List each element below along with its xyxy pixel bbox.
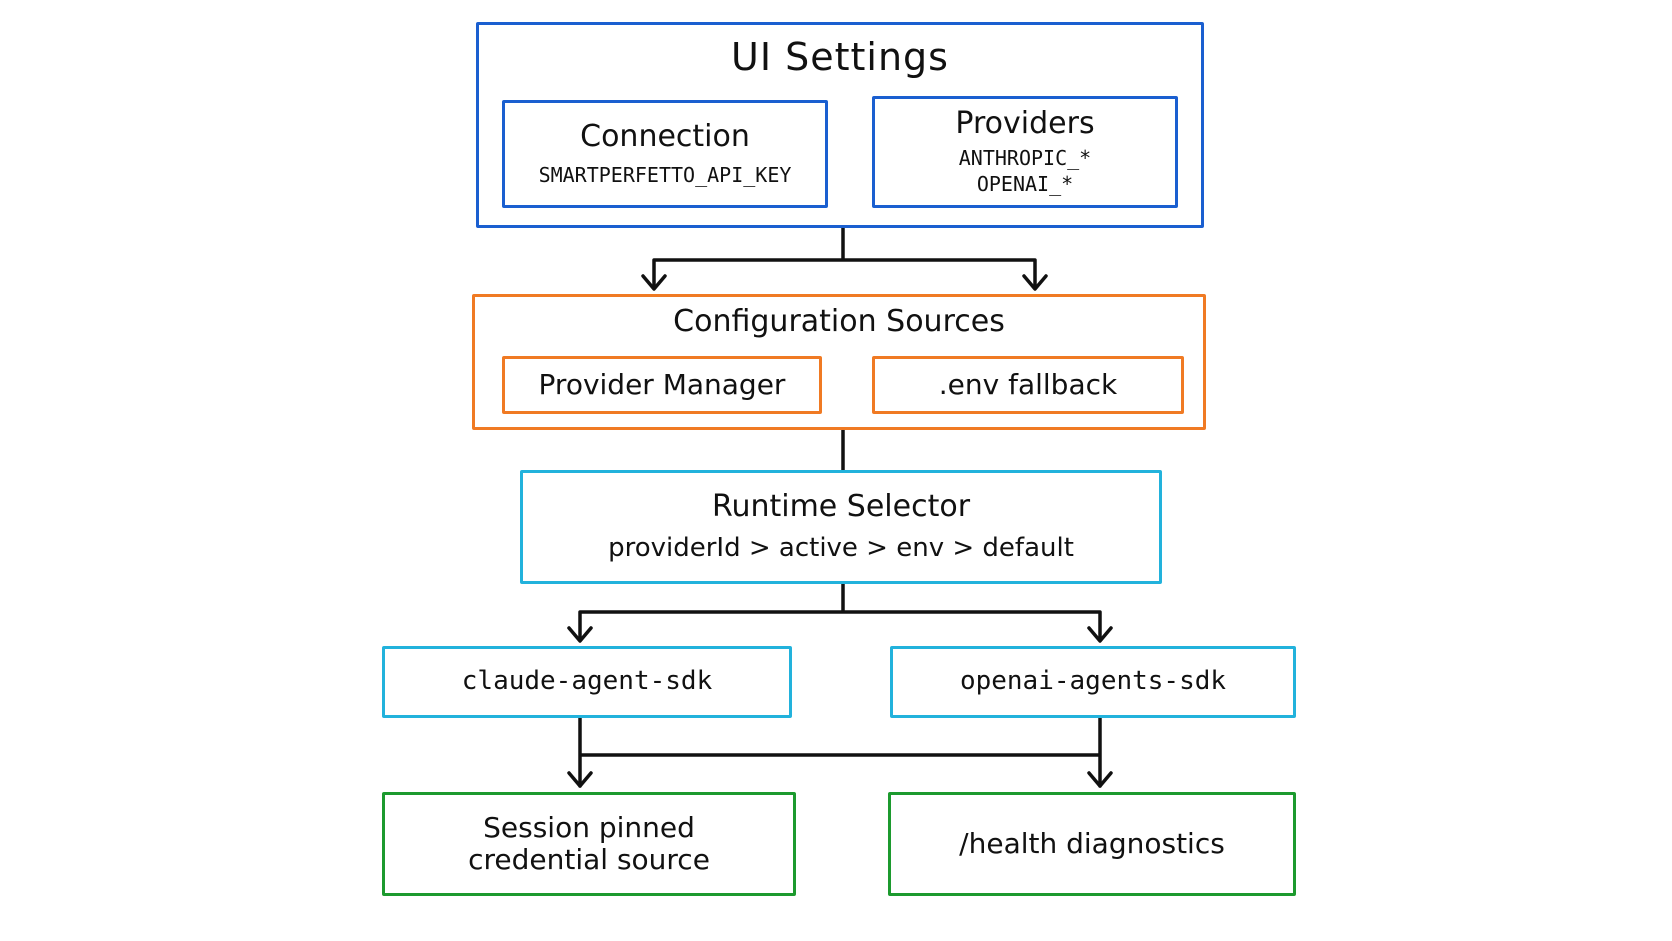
env-fallback-box: .env fallback (872, 356, 1184, 414)
providers-title: Providers (955, 105, 1095, 141)
connector-ui-to-config (652, 226, 1037, 290)
runtime-selector-box: Runtime Selector providerId > active > e… (520, 470, 1162, 584)
connection-api-key: SMARTPERFETTO_API_KEY (538, 163, 792, 188)
arrowhead-config-right (1022, 274, 1048, 291)
ui-settings-title: UI Settings (731, 35, 949, 79)
runtime-selector-title: Runtime Selector (711, 488, 971, 524)
providers-box: Providers ANTHROPIC_* OPENAI_* (872, 96, 1178, 208)
health-diagnostics-box: /health diagnostics (888, 792, 1296, 896)
arrowhead-health (1087, 771, 1113, 788)
runtime-selector-priority: providerId > active > env > default (608, 533, 1074, 564)
providers-anthropic: ANTHROPIC_* (958, 146, 1092, 171)
ui-settings-group: UI Settings (476, 22, 1204, 228)
connection-title: Connection (580, 118, 750, 154)
connection-box: Connection SMARTPERFETTO_API_KEY (502, 100, 828, 208)
arrowhead-session (567, 771, 593, 788)
claude-agent-sdk-box: claude-agent-sdk (382, 646, 792, 718)
claude-agent-sdk-label: claude-agent-sdk (461, 666, 713, 697)
configuration-sources-group: Configuration Sources (472, 294, 1206, 430)
arrowhead-openai (1087, 626, 1113, 643)
session-pinned-line-1: Session pinned (483, 810, 695, 844)
openai-agents-sdk-label: openai-agents-sdk (959, 666, 1227, 697)
env-fallback-label: .env fallback (938, 367, 1118, 401)
arrowhead-config-left (641, 274, 667, 291)
connector-sdks-to-outputs (578, 716, 1102, 788)
arrowhead-claude (567, 626, 593, 643)
provider-manager-label: Provider Manager (538, 367, 786, 401)
session-pinned-box: Session pinned credential source (382, 792, 796, 896)
provider-manager-box: Provider Manager (502, 356, 822, 414)
providers-openai: OPENAI_* (976, 172, 1074, 197)
session-pinned-line-2: credential source (468, 843, 710, 876)
configuration-sources-title: Configuration Sources (673, 304, 1005, 339)
openai-agents-sdk-box: openai-agents-sdk (890, 646, 1296, 718)
health-diagnostics-label: /health diagnostics (959, 826, 1225, 860)
connector-runtime-to-sdks (578, 582, 1102, 642)
